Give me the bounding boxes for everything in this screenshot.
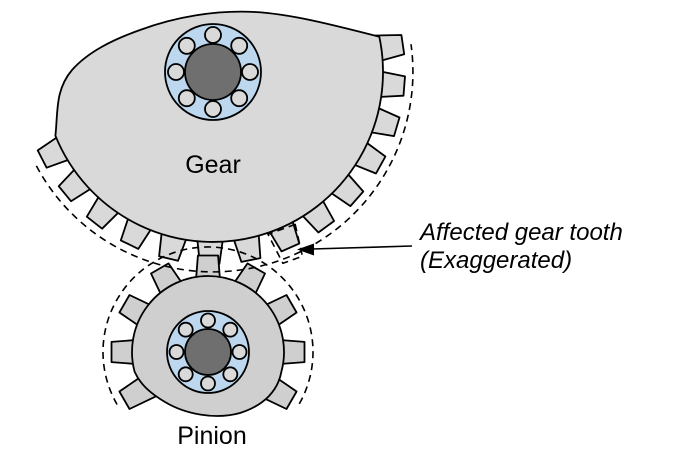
bearing-ball xyxy=(168,344,185,360)
bearing-ball xyxy=(200,375,216,392)
annotation-line2: (Exaggerated) xyxy=(420,247,572,274)
annotation-arrow-head xyxy=(297,243,314,256)
gear-label: Gear xyxy=(185,151,241,179)
bearing-ball xyxy=(204,100,222,118)
gear-bearing-balls xyxy=(167,26,259,118)
bearing-ball xyxy=(230,89,249,108)
pinion-bearing xyxy=(166,310,250,394)
gear-deflection-dashed-arc xyxy=(35,44,414,273)
bearing-ball xyxy=(177,36,196,55)
deflection-outlines xyxy=(35,44,414,405)
affected-gear-tooth-dashed xyxy=(267,223,304,265)
gear-bearing xyxy=(164,23,262,121)
bearing-ball xyxy=(167,63,185,81)
pinion-bearing-hub xyxy=(184,328,232,376)
pinion-deflection-dashed-arc xyxy=(102,246,314,405)
pinion: Pinion xyxy=(110,254,306,450)
annotation-line1: Affected gear tooth xyxy=(418,219,623,246)
gear-bearing-hub xyxy=(184,43,242,101)
bearing-ball xyxy=(177,366,194,383)
gear-body xyxy=(54,10,384,243)
bearing-ball xyxy=(230,36,249,55)
bearing-ball xyxy=(222,366,239,383)
bearing-ball xyxy=(222,321,239,338)
bearing-ball xyxy=(241,63,259,81)
bearing-ball xyxy=(200,312,216,329)
bearing-ball xyxy=(177,321,194,338)
affected-tooth-dashed-outline xyxy=(267,223,304,265)
annotation-arrow-line xyxy=(311,245,413,250)
annotation: Affected gear tooth (Exaggerated) xyxy=(297,219,623,274)
pinion-label: Pinion xyxy=(177,422,247,450)
gear: Gear xyxy=(36,10,406,265)
bearing-ball xyxy=(177,89,196,108)
pinion-bearing-balls xyxy=(168,312,248,392)
bearing-ball xyxy=(231,344,248,360)
bearing-ball xyxy=(204,26,222,44)
